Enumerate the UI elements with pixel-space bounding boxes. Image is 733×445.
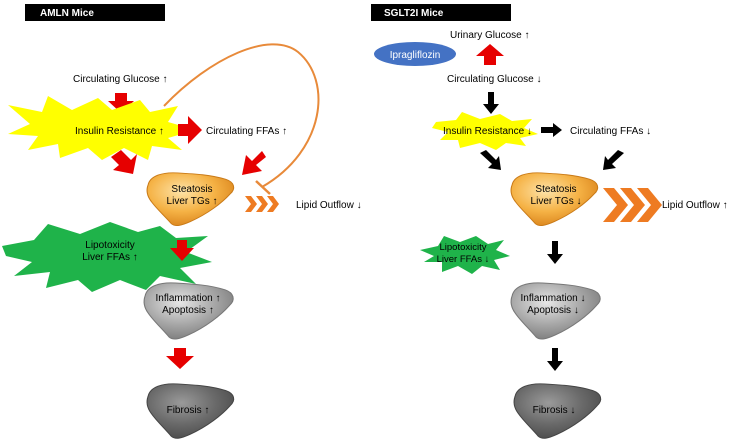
left-header-text: AMLN Mice xyxy=(40,8,94,19)
right-header-box xyxy=(371,4,511,21)
right-urinary-glucose: Urinary Glucose ↑ xyxy=(450,30,529,41)
left-inhibition-bar xyxy=(255,180,271,195)
left-lipotoxicity-burst xyxy=(2,222,212,292)
left-inflammation-line2: Apoptosis ↑ xyxy=(162,305,214,316)
left-header-box xyxy=(25,4,165,21)
left-arrow-to-ffas xyxy=(178,116,202,144)
left-fibrosis: Fibrosis ↑ xyxy=(167,405,210,416)
left-steatosis-line2: Liver TGs ↑ xyxy=(167,196,218,207)
left-circulating-ffas: Circulating FFAs ↑ xyxy=(206,126,287,137)
left-lipid-outflow: Lipid Outflow ↓ xyxy=(296,200,362,211)
left-insulin-burst xyxy=(8,96,196,160)
right-circulating-glucose: Circulating Glucose ↓ xyxy=(447,74,541,85)
right-arrow-to-ffas xyxy=(541,123,562,137)
left-inflammation-line1: Inflammation ↑ xyxy=(155,293,220,304)
right-arrow-ffas-to-liver xyxy=(603,150,624,170)
left-arrow-to-inflammation xyxy=(170,240,194,261)
left-insulin-resistance: Insulin Resistance ↑ xyxy=(75,126,164,137)
right-lipotoxicity-line2: Liver FFAs ↓ xyxy=(437,254,490,265)
right-insulin-resistance: Insulin Resistance ↓ xyxy=(443,126,532,137)
left-lipotoxicity-line2: Liver FFAs ↑ xyxy=(82,252,138,263)
right-arrow-urinary-up xyxy=(476,44,504,65)
right-inflammation-line1: Inflammation ↓ xyxy=(520,293,585,304)
left-circulating-glucose: Circulating Glucose ↑ xyxy=(73,74,167,85)
left-lipid-chevrons xyxy=(245,196,279,212)
right-circulating-ffas: Circulating FFAs ↓ xyxy=(570,126,651,137)
left-arrow-glucose-down xyxy=(108,93,134,113)
left-arrow-burst-to-liver xyxy=(111,150,137,174)
left-arrow-to-fibrosis xyxy=(166,348,194,369)
right-lipotoxicity-burst xyxy=(420,236,510,274)
left-arrow-ffas-to-liver xyxy=(242,151,266,175)
left-steatosis-line1: Steatosis xyxy=(171,184,212,195)
ipragliflozin-pill xyxy=(374,42,456,66)
right-steatosis-line1: Steatosis xyxy=(535,184,576,195)
right-inflammation-line2: Apoptosis ↓ xyxy=(527,305,579,316)
right-lipid-chevrons xyxy=(603,188,662,222)
left-inhibition-curve xyxy=(163,43,320,188)
right-fibrosis: Fibrosis ↓ xyxy=(533,405,576,416)
right-lipotoxicity-line1: Lipotoxicity xyxy=(440,242,487,253)
right-steatosis-line2: Liver TGs ↓ xyxy=(531,196,582,207)
right-arrow-to-inflammation xyxy=(547,241,563,264)
right-lipid-outflow: Lipid Outflow ↑ xyxy=(662,200,728,211)
left-lipotoxicity-line1: Lipotoxicity xyxy=(85,240,134,251)
right-header-text: SGLT2I Mice xyxy=(384,8,444,19)
ipragliflozin-label: Ipragliflozin xyxy=(390,50,441,61)
right-insulin-burst xyxy=(432,112,538,150)
right-arrow-glucose-down xyxy=(483,92,499,114)
right-arrow-to-fibrosis xyxy=(547,348,563,371)
right-arrow-burst-to-liver xyxy=(480,150,501,170)
